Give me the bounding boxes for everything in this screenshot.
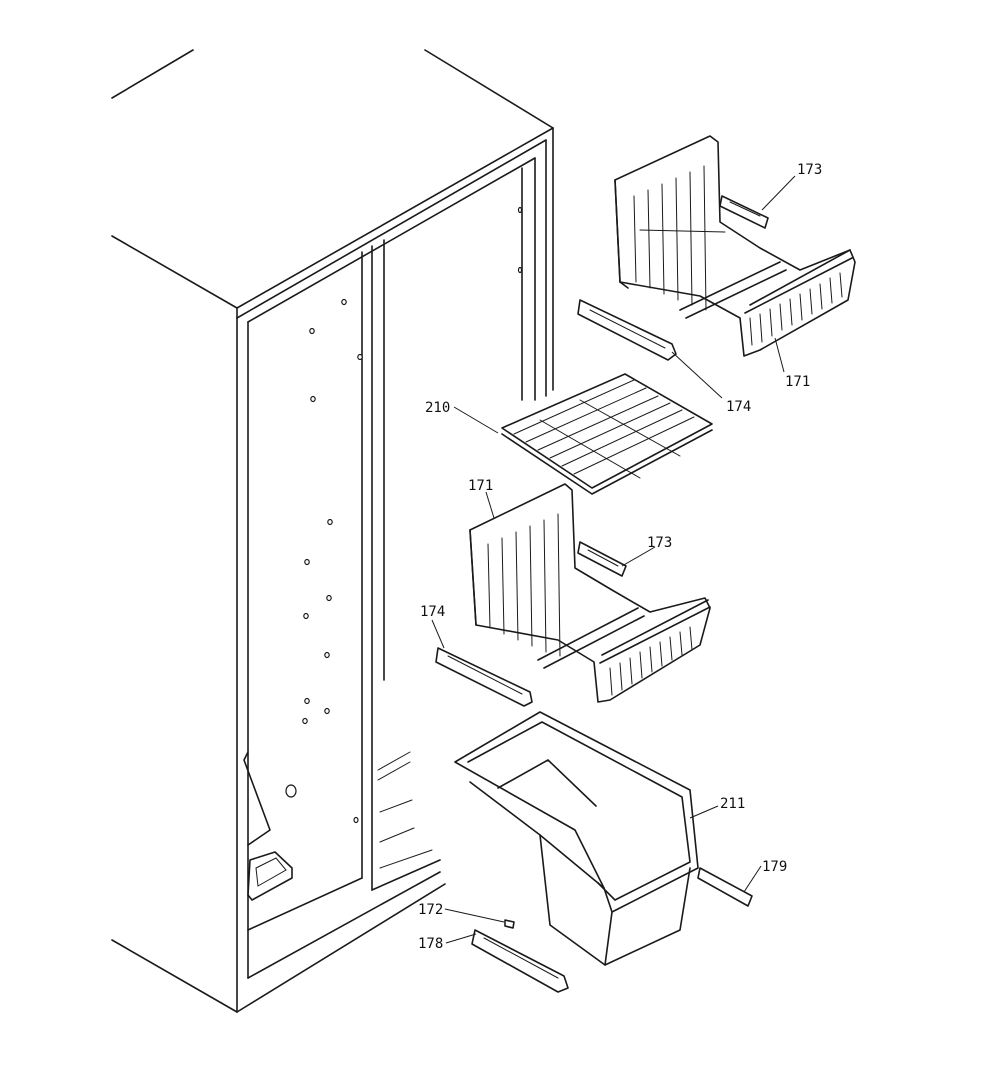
refrigerator-cabinet: [111, 49, 554, 1013]
callout-179: 179: [762, 859, 787, 875]
callout-172: 172: [418, 902, 443, 918]
leader-lines: [431, 175, 796, 944]
rail-179: [697, 867, 753, 907]
callout-171-mid: 171: [468, 478, 493, 494]
callout-173-mid: 173: [647, 535, 672, 551]
ice-bin: [454, 711, 699, 966]
wire-shelf: [501, 373, 713, 495]
callout-171-top: 171: [785, 374, 810, 390]
callout-174-top: 174: [726, 399, 751, 415]
rail-178: [471, 929, 569, 993]
upper-wire-basket: [614, 135, 856, 357]
callout-labels: 173 171 174 210 171 173 174 211 179 172 …: [418, 162, 822, 952]
callout-178: 178: [418, 936, 443, 952]
rail-174-top: [577, 299, 677, 361]
rail-174-mid: [435, 647, 533, 707]
callout-174-mid: 174: [420, 604, 445, 620]
callout-173-top: 173: [797, 162, 822, 178]
middle-wire-basket: [469, 483, 711, 703]
rail-173-mid: [577, 541, 627, 577]
callout-210: 210: [425, 400, 450, 416]
callout-211: 211: [720, 796, 745, 812]
screw-172: [504, 919, 515, 929]
rail-173-top: [719, 195, 769, 229]
